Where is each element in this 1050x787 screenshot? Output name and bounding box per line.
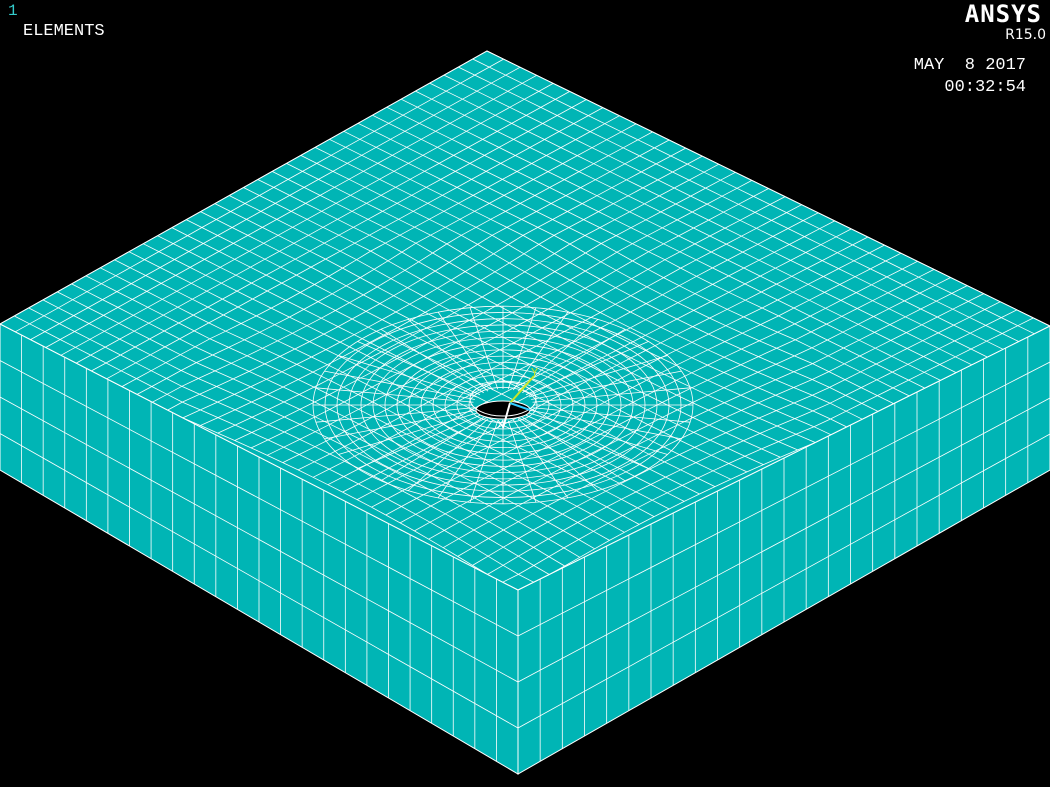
mesh-lines [0, 50, 1050, 762]
ansys-logo: ANSYS [964, 0, 1042, 28]
coordinate-triad: YX [497, 366, 538, 432]
triad-z-axis [509, 402, 531, 411]
triad-y-axis [509, 375, 535, 404]
window-number: 1 [8, 2, 18, 20]
plot-time: 00:32:54 [944, 78, 1026, 97]
triad-y-label: Y [531, 366, 538, 380]
plot-date: MAY 8 2017 [913, 56, 1026, 75]
triad-x-axis [502, 402, 511, 429]
plot-title: ELEMENTS [23, 22, 105, 41]
triad-x-label: X [497, 418, 504, 432]
release-version: R15.0 [1005, 27, 1046, 43]
hole-rim [469, 381, 537, 417]
element-mesh-plot [0, 50, 1050, 775]
